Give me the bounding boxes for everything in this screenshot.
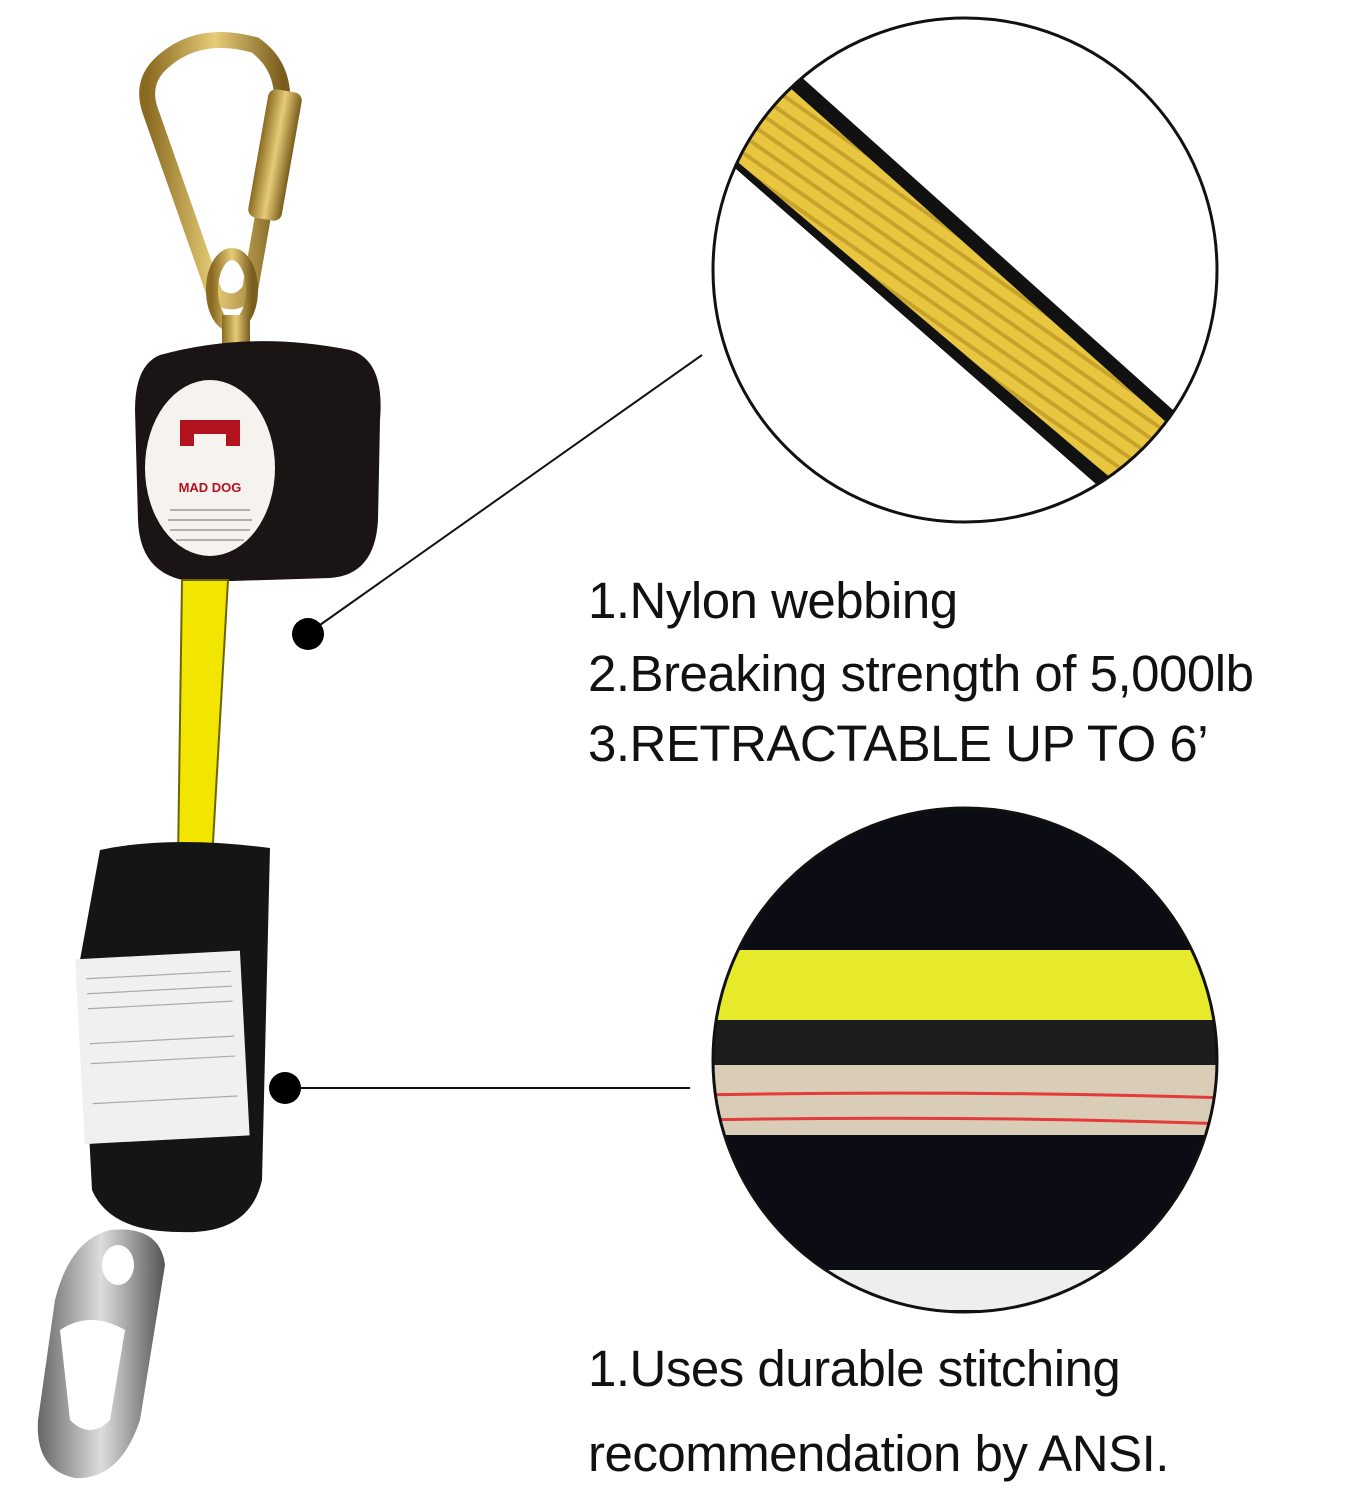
brand-logo-text: MAD DOG (179, 480, 242, 495)
feature-stitching-line2: recommendation by ANSI. (588, 1425, 1169, 1482)
carabiner-lock-sleeve (248, 89, 302, 221)
feature-nylon-webbing: 1.Nylon webbing (588, 572, 958, 629)
stitching-detail-circle (711, 806, 1219, 1314)
callout-line-top (309, 354, 703, 633)
feature-breaking-strength: 2.Breaking strength of 5,000lb (588, 645, 1254, 702)
brand-logo (180, 420, 240, 446)
feature-retractable: 3.RETRACTABLE UP TO 6’ (588, 715, 1209, 772)
yellow-webbing (176, 579, 230, 861)
housing-label (145, 380, 275, 556)
warning-label (75, 950, 250, 1145)
webbing-detail-circle (711, 16, 1219, 524)
self-retracting-lifeline: MAD DOG (37, 32, 381, 1479)
feature-stitching-line1: 1.Uses durable stitching (588, 1340, 1121, 1397)
callout-dot-bottom (269, 1072, 301, 1104)
callout-dot-top (292, 618, 324, 650)
